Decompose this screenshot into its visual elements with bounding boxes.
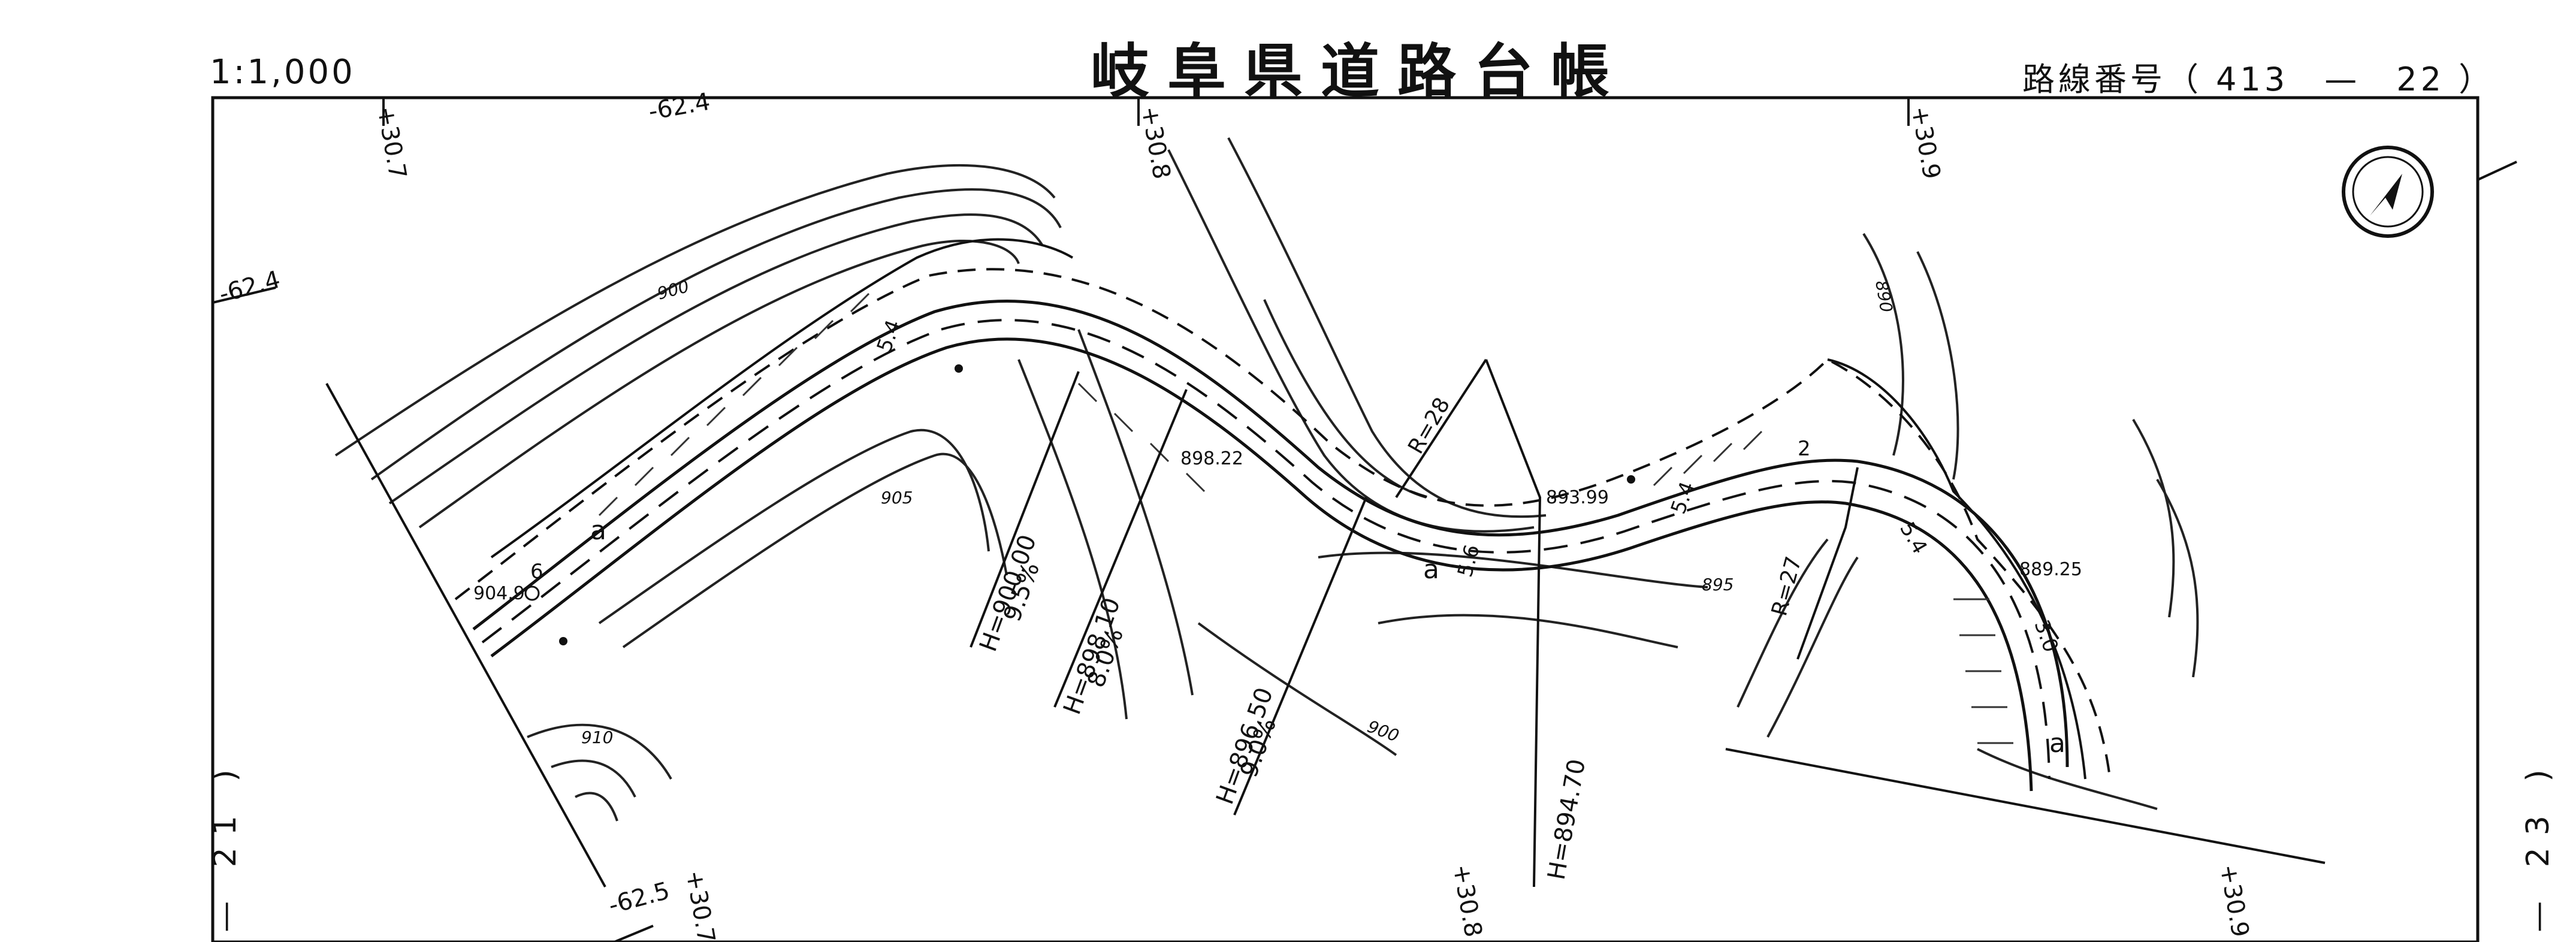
contour-label: 905 <box>881 488 913 508</box>
grid-label: +30.9 <box>1905 104 1946 182</box>
spot-height-marker <box>559 637 567 645</box>
road-class-label: a <box>2049 728 2065 759</box>
contour-label: 890 <box>1871 279 1896 313</box>
road-lane-label: 6 <box>530 560 543 584</box>
map-title: 岐阜県道路台帳 <box>1091 37 1628 106</box>
grid-label: +30.7 <box>680 868 720 942</box>
contour-lines <box>334 137 2199 822</box>
map-scale: 1:1,000 <box>210 53 355 92</box>
road-width-label: 5.6 <box>1453 542 1485 580</box>
contour-label: 900 <box>655 276 691 304</box>
route-number: 路線番号（ 413 — 22 ） <box>2022 61 2495 98</box>
boundary-lines <box>325 358 2326 887</box>
spot-heights: 904.9 898.22 893.99 889.25 <box>473 364 2082 645</box>
grid-label: +30.9 <box>2214 862 2254 940</box>
spot-height-label: 889.25 <box>2019 559 2082 580</box>
contour-label: 910 <box>581 727 613 747</box>
road-width-label: 5.4 <box>872 317 906 355</box>
grid-label: -62.5 <box>606 877 673 919</box>
profile-elevation: H=894.70 <box>1543 757 1591 881</box>
spot-height-marker <box>955 364 963 373</box>
slope-hatching <box>598 292 2013 744</box>
road-width-label: 5.4 <box>1895 518 1932 558</box>
contour-label: 895 <box>1702 575 1734 594</box>
contour-label: 900 <box>1365 717 1402 746</box>
spot-height-marker <box>1627 475 1635 484</box>
road-width-label: 5.4 <box>1666 479 1700 517</box>
spot-height-label: 898.22 <box>1180 448 1243 469</box>
road-lane-label: 3.0 <box>2030 617 2063 655</box>
spot-height-label: 893.99 <box>1546 487 1609 508</box>
north-arrow-icon <box>2342 146 2434 238</box>
road-class-label: a <box>590 515 606 546</box>
grid-label: +30.8 <box>1136 104 1176 182</box>
road-alignment <box>454 238 2110 792</box>
grid-ticks <box>212 96 2517 942</box>
grid-label: +30.7 <box>372 104 412 182</box>
road-class-label: a <box>1423 554 1439 585</box>
curve-radius: R=28 <box>1403 394 1455 458</box>
grid-label: -62.4 <box>216 265 283 308</box>
spot-height-marker <box>524 585 540 601</box>
road-lane-label: 2 <box>1798 437 1811 461</box>
grid-label: +30.8 <box>1447 862 1487 940</box>
curve-radius: R=27 <box>1767 554 1807 618</box>
grid-label: -62.4 <box>647 88 712 126</box>
profile-labels: H=900.00 9.5% H=898.10 8.0% H=896.50 9.0… <box>974 531 1591 881</box>
map-frame <box>211 96 2480 942</box>
spot-height-label: 904.9 <box>473 583 525 604</box>
